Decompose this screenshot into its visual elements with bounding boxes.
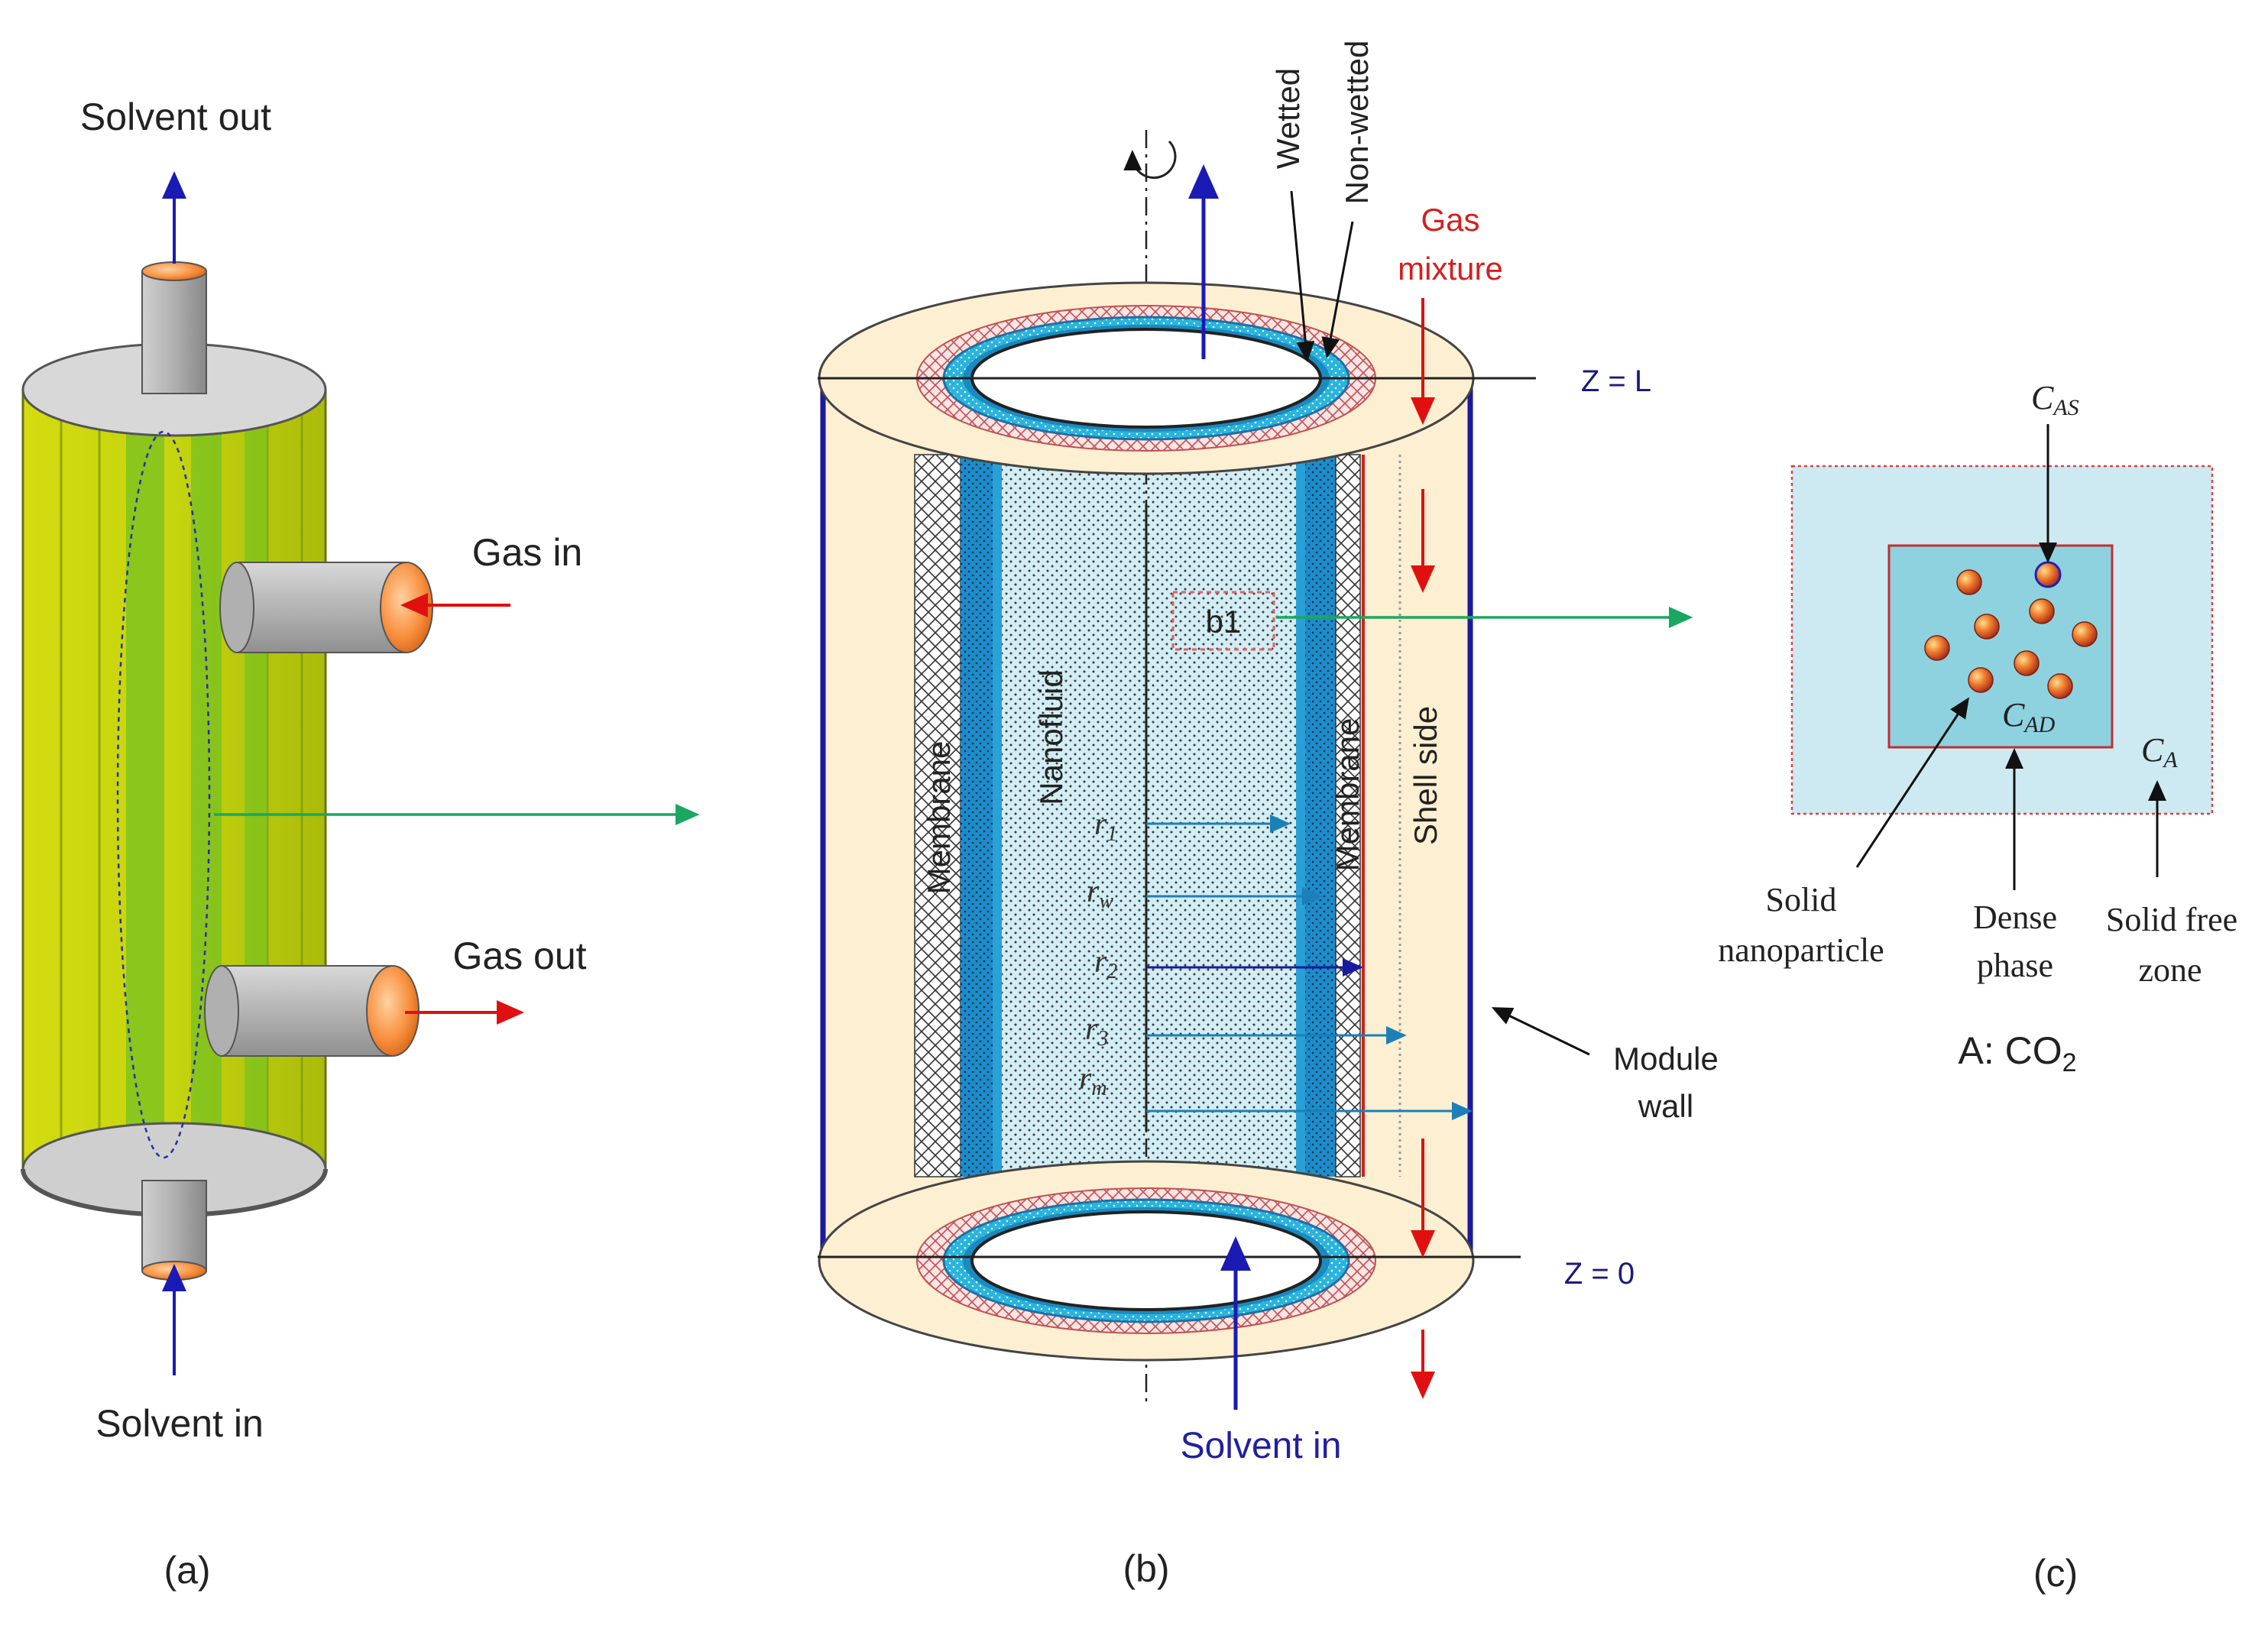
nanoparticle xyxy=(1974,614,2000,640)
rw-label: rw xyxy=(1087,874,1113,913)
z-0-label: Z = 0 xyxy=(1564,1257,1635,1291)
r3-label: r3 xyxy=(1085,1012,1108,1051)
solvent-in-label-b: Solvent in xyxy=(1181,1426,1342,1466)
shell-side-label: Shell side xyxy=(1408,706,1443,845)
wetted-label: Wetted xyxy=(1270,68,1306,169)
panel-c: CAS CAD CA Solid nanoparticle Dense phas… xyxy=(1718,379,2237,1595)
membrane-right-band xyxy=(1335,454,1361,1177)
panel-b-label: (b) xyxy=(1123,1547,1169,1590)
module-wall-label-2: wall xyxy=(1638,1088,1693,1124)
nanoparticle xyxy=(2072,621,2098,647)
solvent-out-label: Solvent out xyxy=(80,96,271,138)
gas-in-label: Gas in xyxy=(472,531,583,574)
solid-free-label-2: zone xyxy=(2138,951,2202,989)
b1-box xyxy=(1171,591,1275,651)
solvent-in-label: Solvent in xyxy=(96,1402,264,1445)
gas-out-pipe xyxy=(221,965,392,1057)
rm-label: rm xyxy=(1079,1061,1107,1100)
top-pipe-end xyxy=(141,261,207,281)
nanoparticle xyxy=(2014,650,2040,676)
nanoparticle xyxy=(1924,635,1950,661)
module-wall-label-1: Module xyxy=(1613,1041,1719,1077)
green-fiber-band-1 xyxy=(126,405,164,1161)
non-wetted-label: Non-wetted xyxy=(1339,40,1375,205)
nanofluid-label: Nanofluid xyxy=(1033,669,1069,805)
wetted-right-band xyxy=(1305,455,1336,1177)
highlight-ellipse xyxy=(116,430,211,1159)
solid-free-label-1: Solid free xyxy=(2106,901,2237,938)
panel-a-label: (a) xyxy=(164,1549,210,1592)
solid-np-pointer xyxy=(1855,697,1969,868)
c-a-label: CA xyxy=(2141,731,2178,773)
r1-label: r1 xyxy=(1094,807,1117,846)
gas-in-pipe-end xyxy=(380,562,433,653)
c-as-label: CAS xyxy=(2031,379,2079,420)
nanoparticle xyxy=(1968,667,1994,693)
top-pipe xyxy=(141,270,207,394)
dense-phase-label-1: Dense xyxy=(1973,899,2057,936)
nanoparticle xyxy=(2029,598,2055,624)
dense-phase-label-2: phase xyxy=(1977,947,2053,984)
panel-a: Solvent out Gas in Gas out Solvent in (a… xyxy=(21,96,700,1592)
bottom-end-face xyxy=(818,1160,1475,1362)
solid-np-label-2: nanoparticle xyxy=(1718,931,1884,969)
z-l-label: Z = L xyxy=(1581,364,1651,398)
non-wetted-pointer xyxy=(1321,221,1354,358)
wetted-left-band xyxy=(961,455,993,1177)
b1-label: b1 xyxy=(1206,604,1242,640)
species-label: A: CO2 xyxy=(1958,1029,2076,1077)
panel-c-label: (c) xyxy=(2033,1552,2078,1595)
module-wall-pointer xyxy=(1491,1007,1590,1056)
gas-in-pipe xyxy=(236,562,406,653)
membrane-left-label: Membrane xyxy=(921,741,957,895)
rotation-symbol xyxy=(1123,140,1177,180)
c-ad-label: CAD xyxy=(2002,696,2056,737)
r2-label: r2 xyxy=(1094,944,1117,983)
gas-out-label: Gas out xyxy=(452,934,586,977)
dense-phase-box xyxy=(1887,544,2114,749)
gas-mixture-label-2: mixture xyxy=(1398,251,1503,287)
solid-np-label-1: Solid xyxy=(1766,881,1837,918)
gas-mixture-label-1: Gas xyxy=(1421,202,1479,238)
nanoparticle xyxy=(2047,673,2073,699)
wetted-pointer xyxy=(1290,190,1315,362)
nanoparticle xyxy=(1956,569,1982,595)
bottom-pipe xyxy=(141,1180,207,1271)
nanoparticle-adsorption-site xyxy=(2034,561,2062,588)
membrane-right-label: Membrane xyxy=(1330,718,1366,872)
panel-b: b1 r1 rw r2 r3 rm Membrane Nanofluid Mem… xyxy=(818,40,1719,1590)
nanofluid-core xyxy=(1002,455,1296,1177)
